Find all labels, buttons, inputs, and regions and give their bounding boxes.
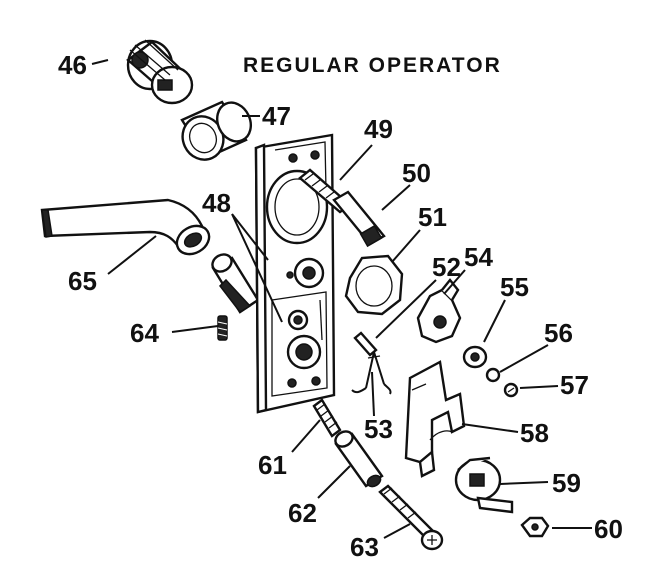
part-50-post [332, 190, 386, 248]
callout-64: 64 [130, 318, 159, 348]
callout-57: 57 [560, 370, 589, 400]
part-59-latch-hub [454, 456, 514, 514]
escutcheon-plate [254, 133, 336, 414]
leader-lines [91, 59, 592, 539]
part-54-cam [416, 278, 462, 344]
part-65-lever-handle [40, 198, 211, 256]
part-56-small-washer [485, 367, 501, 383]
callout-60: 60 [594, 514, 623, 544]
part-63-long-screw [378, 484, 444, 551]
callout-59: 59 [552, 468, 581, 498]
part-61-threaded-rod [312, 398, 342, 438]
callout-48: 48 [202, 188, 231, 218]
callout-55: 55 [500, 272, 529, 302]
spindle [211, 253, 260, 314]
callout-54: 54 [464, 242, 493, 272]
callout-53: 53 [364, 414, 393, 444]
callout-52: 52 [432, 252, 461, 282]
part-46-cylinder [126, 39, 194, 105]
callout-labels: 46 47 48 49 50 51 52 54 55 56 57 53 58 5… [58, 50, 623, 562]
callout-51: 51 [418, 202, 447, 232]
callout-58: 58 [520, 418, 549, 448]
part-52-pin [353, 331, 378, 357]
part-53-spring [351, 351, 392, 395]
part-57-screw [503, 382, 519, 398]
callout-49: 49 [364, 114, 393, 144]
callout-46: 46 [58, 50, 87, 80]
part-60-hex-nut [520, 516, 550, 538]
part-55-washer [462, 345, 488, 369]
part-58-bracket [404, 360, 466, 478]
callout-65: 65 [68, 266, 97, 296]
part-62-spacer [334, 430, 384, 488]
callout-56: 56 [544, 318, 573, 348]
callout-61: 61 [258, 450, 287, 480]
callout-62: 62 [288, 498, 317, 528]
callout-63: 63 [350, 532, 379, 562]
part-51-nut [344, 254, 404, 316]
callout-50: 50 [402, 158, 431, 188]
diagram-title: REGULAR OPERATOR [243, 54, 502, 77]
part-47-ring [180, 100, 252, 161]
part-64-set-screw [217, 315, 228, 341]
callout-47: 47 [262, 101, 291, 131]
